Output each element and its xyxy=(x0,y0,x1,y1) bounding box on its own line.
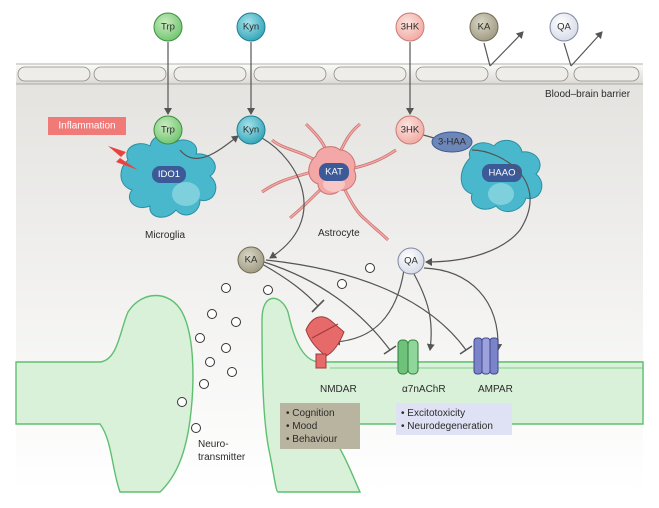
ka-inhibits-nmdar xyxy=(261,263,319,307)
haao-nucleus xyxy=(488,183,514,205)
barrier-cell xyxy=(17,66,91,82)
kat-enzyme xyxy=(319,163,349,181)
trp-to-kyn-arrow xyxy=(179,135,239,159)
node-trp-top-label: Trp xyxy=(161,22,175,33)
haao-enzyme xyxy=(482,164,522,182)
lightning-icon xyxy=(108,146,138,170)
inflammation-box xyxy=(48,117,126,135)
ido1-enzyme xyxy=(152,166,186,183)
node-trp-microglia-label: Trp xyxy=(161,125,175,136)
node-ka-top: KA xyxy=(469,12,499,42)
kyn-to-ka-arrow xyxy=(261,137,305,259)
node-qa-top: QA xyxy=(549,12,579,42)
haao-label: HAAO xyxy=(489,168,516,179)
barrier-cell xyxy=(333,66,407,82)
ka-inhibits-a7nachr xyxy=(263,261,391,351)
cognition-item-1: • Cognition xyxy=(286,408,335,419)
ka-inhibits-ampar-bar xyxy=(459,345,473,355)
node-ka-brain: KA xyxy=(237,246,265,274)
node-ka-brain-label: KA xyxy=(245,255,258,266)
node-3hk-inside: 3HK xyxy=(395,115,425,145)
excitotoxicity-item-2: • Neurodegeneration xyxy=(401,421,493,432)
barrier-cells xyxy=(17,66,640,82)
kat-label: KAT xyxy=(325,167,343,178)
node-ka-top-label: KA xyxy=(478,22,491,33)
barrier-cell xyxy=(495,66,569,82)
node-kyn-top-label: Kyn xyxy=(243,22,259,33)
qa-activates-nmdar xyxy=(333,269,405,346)
nmdar-receptor xyxy=(305,316,345,369)
ampar-label: AMPAR xyxy=(478,384,513,395)
microglia-nucleus xyxy=(172,182,200,206)
node-3hk-top-label: 3HK xyxy=(401,22,420,33)
postsynaptic-spine xyxy=(261,297,644,493)
node-kyn-top: Kyn xyxy=(236,12,266,42)
barrier-cell xyxy=(573,66,640,82)
node-kyn-inside-label: Kyn xyxy=(243,125,259,136)
node-3hk-inside-label: 3HK xyxy=(401,125,420,136)
haa3-node xyxy=(431,131,473,153)
a7nachr-label: α7nAChR xyxy=(402,384,446,395)
barrier-cell xyxy=(173,66,247,82)
inflammation-label: Inflammation xyxy=(58,121,115,132)
ka-inhibits-nmdar-bar xyxy=(311,299,325,313)
haa3-label: 3-HAA xyxy=(438,137,467,148)
neurotransmitter-label-line2: transmitter xyxy=(198,452,246,463)
excitotoxicity-item-1: • Excitotoxicity xyxy=(401,408,465,419)
qa-activates-a7nachr xyxy=(413,273,435,351)
microglia-label: Microglia xyxy=(145,230,185,241)
neurotransmitter-label-line1: Neuro- xyxy=(198,439,229,450)
ka-inhibits-a7nachr-bar xyxy=(383,345,397,355)
node-trp-microglia: Trp xyxy=(153,115,183,145)
node-qa-top-label: QA xyxy=(557,22,571,33)
qa-activates-ampar xyxy=(423,267,503,351)
astrocyte-label: Astrocyte xyxy=(318,228,360,239)
cognition-box xyxy=(280,403,360,449)
ido1-label: IDO1 xyxy=(158,169,180,180)
ka-exit-stem xyxy=(483,42,491,67)
node-kyn-inside: Kyn xyxy=(236,115,266,145)
presynaptic-terminal xyxy=(15,295,194,493)
barrier-cell xyxy=(415,66,489,82)
node-qa-brain: QA xyxy=(397,247,425,275)
barrier-cell xyxy=(93,66,167,82)
node-trp-top: Trp xyxy=(153,12,183,42)
qa-exit-arrow xyxy=(570,31,603,67)
cognition-item-3: • Behaviour xyxy=(286,434,338,445)
ka-exit-arrow xyxy=(489,31,524,67)
cognition-item-2: • Mood xyxy=(286,421,317,432)
qa-exit-stem xyxy=(563,42,572,67)
ampar-receptor xyxy=(473,337,499,375)
neurotransmitter-vesicles xyxy=(177,263,375,433)
haa-to-qa-arrow xyxy=(425,149,531,266)
node-qa-brain-label: QA xyxy=(404,256,418,267)
a7nachr-receptor xyxy=(397,339,419,375)
barrier-cell xyxy=(253,66,327,82)
ka-inhibits-ampar xyxy=(265,259,467,351)
node-3hk-top: 3HK xyxy=(395,12,425,42)
excitotoxicity-box xyxy=(396,403,512,435)
nmdar-label: NMDAR xyxy=(320,384,357,395)
barrier-label: Blood–brain barrier xyxy=(545,89,631,100)
